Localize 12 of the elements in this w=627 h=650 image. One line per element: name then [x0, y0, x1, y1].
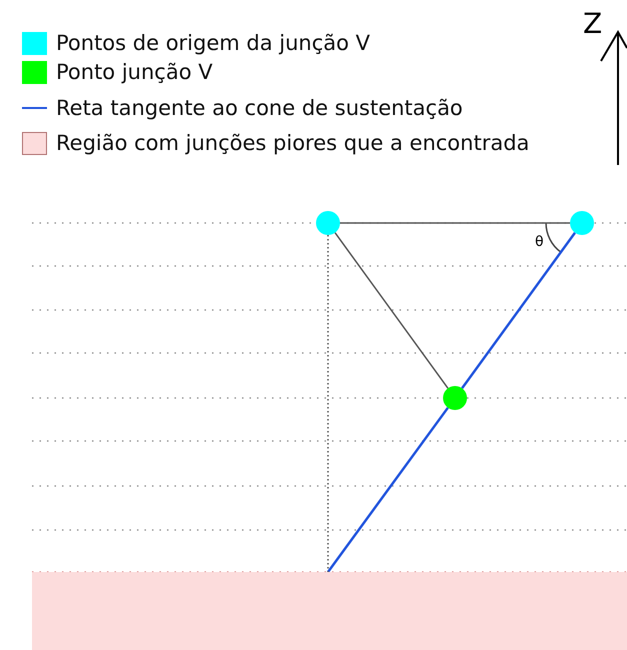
- tangent-line: [326, 406, 449, 573]
- angle-label: θ: [535, 235, 544, 249]
- legend-text: Região com junções piores que a encontrada: [56, 130, 530, 157]
- legend-text: Ponto junção V: [56, 59, 213, 86]
- connector-line: [334, 232, 449, 389]
- worse-region-band: [32, 572, 627, 650]
- dotted-line: [327, 235, 329, 572]
- legend-text: Reta tangente ao cone de sustentação: [56, 95, 463, 122]
- axis-label: Z: [583, 10, 602, 38]
- tangent-line: [461, 232, 576, 390]
- legend-text: Pontos de origem da junção V: [56, 30, 370, 57]
- connector-line: [340, 222, 570, 224]
